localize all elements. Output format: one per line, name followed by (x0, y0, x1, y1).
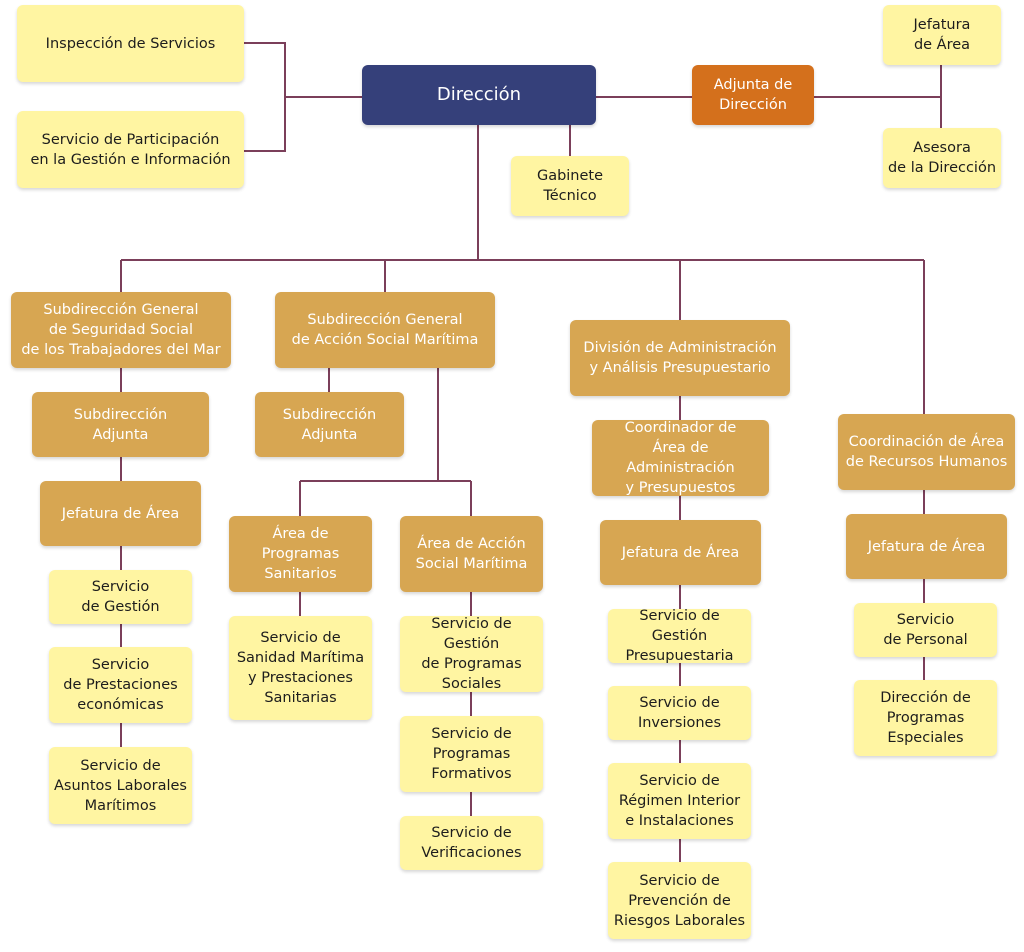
connector-inspeccion-participacion (244, 42, 286, 152)
node-servicio-prestaciones: Servicio de Prestaciones económicas (49, 647, 192, 723)
node-sg-seguridad-social: Subdirección General de Seguridad Social… (11, 292, 231, 368)
node-adjunta-direccion: Adjunta de Dirección (692, 65, 814, 125)
node-sg-accion-social: Subdirección General de Acción Social Ma… (275, 292, 495, 368)
node-servicio-gestion: Servicio de Gestión (49, 570, 192, 624)
node-division-administracion: División de Administración y Análisis Pr… (570, 320, 790, 396)
node-coordinador-administracion: Coordinador de Área de Administración y … (592, 420, 769, 496)
node-servicio-personal: Servicio de Personal (854, 603, 997, 657)
node-servicio-asuntos-laborales: Servicio de Asuntos Laborales Marítimos (49, 747, 192, 824)
node-jefatura-area-top: Jefatura de Área (883, 5, 1001, 65)
node-jefatura-area-1: Jefatura de Área (40, 481, 201, 546)
node-jefatura-area-4: Jefatura de Área (846, 514, 1007, 579)
node-gabinete-tecnico: Gabinete Técnico (511, 156, 629, 216)
node-servicio-inversiones: Servicio de Inversiones (608, 686, 751, 740)
node-servicio-programas-formativos: Servicio de Programas Formativos (400, 716, 543, 792)
node-servicio-sanidad-maritima: Servicio de Sanidad Marítima y Prestacio… (229, 616, 372, 720)
node-direccion-programas-especiales: Dirección de Programas Especiales (854, 680, 997, 756)
node-direccion: Dirección (362, 65, 596, 125)
node-servicio-prevencion-riesgos: Servicio de Prevención de Riesgos Labora… (608, 862, 751, 939)
node-asesora-direccion: Asesora de la Dirección (883, 128, 1001, 188)
node-jefatura-area-3: Jefatura de Área (600, 520, 761, 585)
node-servicio-regimen-interior: Servicio de Régimen Interior e Instalaci… (608, 763, 751, 839)
node-subdireccion-adjunta-1: Subdirección Adjunta (32, 392, 209, 457)
node-coordinacion-rrhh: Coordinación de Área de Recursos Humanos (838, 414, 1015, 490)
node-area-accion-social: Área de Acción Social Marítima (400, 516, 543, 592)
node-subdireccion-adjunta-2: Subdirección Adjunta (255, 392, 404, 457)
node-servicio-verificaciones: Servicio de Verificaciones (400, 816, 543, 870)
node-servicio-gestion-programas: Servicio de Gestión de Programas Sociale… (400, 616, 543, 692)
node-servicio-participacion: Servicio de Participación en la Gestión … (17, 111, 244, 188)
node-area-programas-sanitarios: Área de Programas Sanitarios (229, 516, 372, 592)
node-inspeccion-servicios: Inspección de Servicios (17, 5, 244, 82)
node-servicio-gestion-presupuestaria: Servicio de Gestión Presupuestaria (608, 608, 751, 664)
